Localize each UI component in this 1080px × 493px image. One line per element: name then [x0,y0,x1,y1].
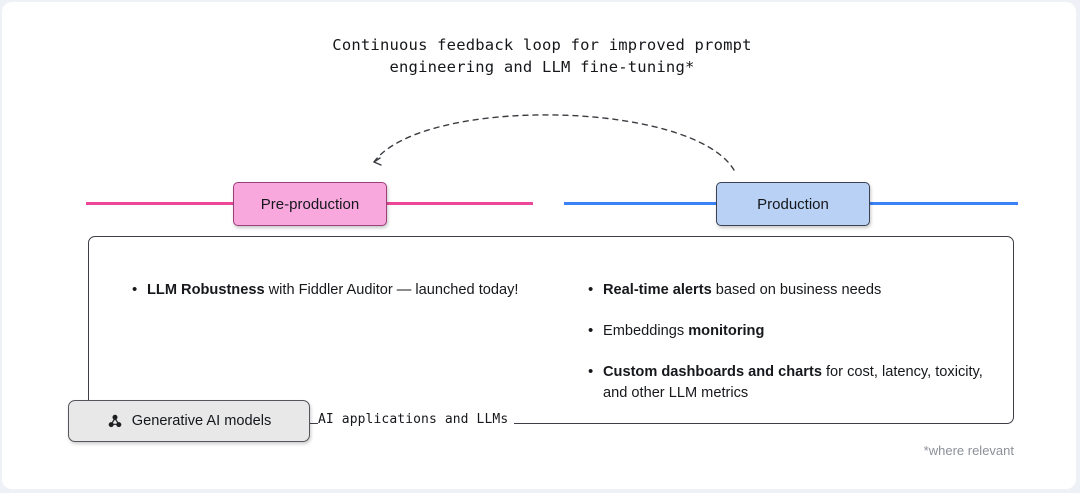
preproduction-feature-list: LLM Robustness with Fiddler Auditor — la… [132,279,532,321]
feature-title: LLM Robustness [147,282,265,298]
stage-box-preproduction[interactable]: Pre-production [233,182,387,226]
feature-detail: based on business needs [711,282,882,298]
ai-applications-label: AI applications and LLMs [318,412,515,427]
feature-detail: for cost, latency, toxicity, and other L… [603,364,983,401]
feedback-loop-arrow [373,114,735,171]
generative-ai-models-label: Generative AI models [131,413,272,429]
feature-detail: with Fiddler Auditor — launched today! [264,282,519,298]
list-item: Real-time alerts based on business needs [588,279,988,301]
production-feature-list: Real-time alerts based on business needs… [588,279,988,424]
list-item: Custom dashboards and charts for cost, l… [588,361,988,404]
feature-title: monitoring [688,323,765,339]
capabilities-panel [88,236,1014,424]
list-item: Embeddings monitoring [588,320,988,342]
feedback-loop-title: Continuous feedback loop for improved pr… [332,36,752,76]
feature-title: Custom dashboards and charts [603,364,822,380]
stage-label-preproduction: Pre-production [260,195,360,213]
footnote-where-relevant: *where relevant [923,443,1014,458]
stage-box-production[interactable]: Production [716,182,870,226]
list-item: LLM Robustness with Fiddler Auditor — la… [132,279,532,301]
stage-label-production: Production [757,195,829,213]
feature-detail: Embeddings [603,323,689,339]
generative-ai-models-chip[interactable]: Generative AI models [68,400,310,442]
nodes-cluster-icon [107,413,123,429]
feature-title: Real-time alerts [603,282,712,298]
